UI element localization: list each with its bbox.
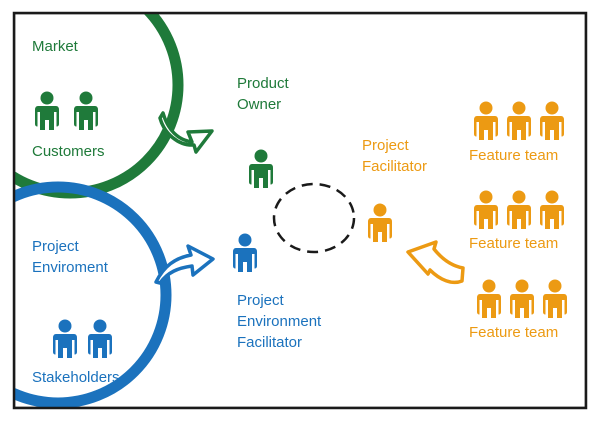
product-owner-line1: Product bbox=[237, 75, 289, 92]
dashed-circle bbox=[272, 182, 356, 254]
stakeholders-label: Stakeholders bbox=[32, 369, 120, 386]
environment-title-line2: Enviroment bbox=[32, 259, 108, 276]
curved-arrow-icon bbox=[154, 244, 215, 285]
project-facilitator-line2: Facilitator bbox=[362, 158, 428, 175]
product-owner-line2: Owner bbox=[237, 96, 282, 113]
customers-label: Customers bbox=[32, 143, 105, 160]
env-facilitator-line3: Facilitator bbox=[237, 334, 303, 351]
environment-circle bbox=[0, 181, 172, 409]
project-facilitator-line1: Project bbox=[362, 137, 409, 154]
curved-arrow-icon bbox=[406, 240, 465, 285]
feature-team-label: Feature team bbox=[469, 147, 559, 164]
env-facilitator-line1: Project bbox=[237, 292, 284, 309]
market-title: Market bbox=[32, 38, 78, 55]
feature-team-label: Feature team bbox=[469, 324, 559, 341]
curved-arrow-icon bbox=[158, 111, 214, 154]
env-facilitator-line2: Environment bbox=[237, 313, 322, 330]
environment-title-line1: Project bbox=[32, 238, 79, 255]
feature-team-label: Feature team bbox=[469, 235, 559, 252]
